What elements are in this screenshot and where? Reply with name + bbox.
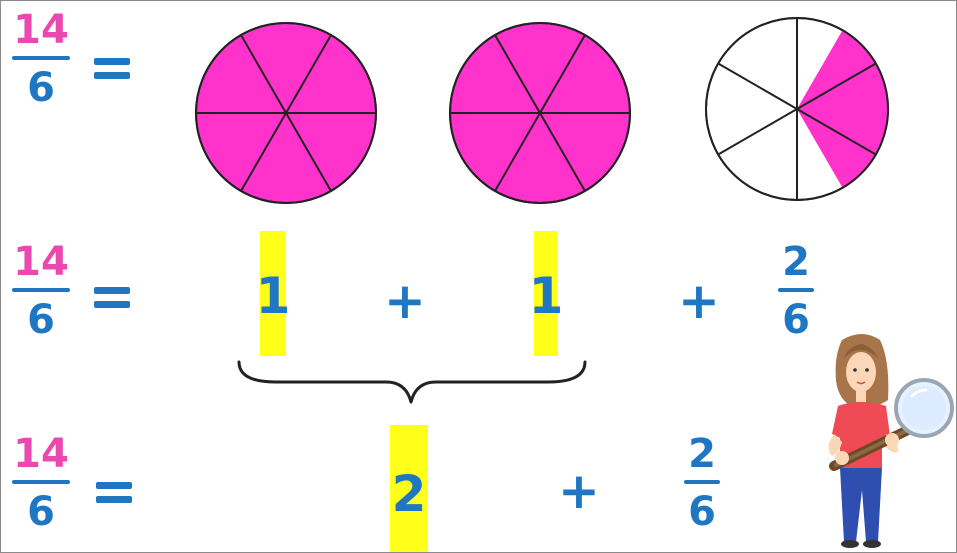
- row2-plus-a: +: [384, 272, 426, 330]
- highlight-bar: [390, 425, 428, 552]
- fraction-bar: [12, 480, 70, 484]
- pie-slice-divider: [796, 108, 877, 156]
- pie-slice-divider: [240, 112, 287, 192]
- row3-denominator: 6: [27, 489, 55, 535]
- row3-whole: 2: [391, 465, 427, 523]
- pie-slice-divider: [285, 112, 332, 192]
- fraction-bar: [12, 56, 70, 60]
- pie-whole-1: [195, 22, 377, 204]
- pie-border: [449, 22, 631, 204]
- row2-plus-b: +: [678, 272, 720, 330]
- row2-whole-b: 1: [528, 267, 564, 325]
- pie-slice-divider: [539, 34, 586, 114]
- highlight-bar: [534, 231, 558, 356]
- fraction-bar: [778, 288, 814, 292]
- row3-equals-sign: [96, 480, 136, 504]
- row2-whole-a: 1: [255, 267, 291, 325]
- pie-slice-divider: [285, 34, 332, 114]
- row1-numerator: 14: [13, 7, 69, 53]
- pie-slice-divider: [796, 62, 877, 110]
- row1-equals-sign: [94, 56, 134, 80]
- pie-slice-divider: [240, 34, 287, 114]
- row1-denominator: 6: [27, 65, 55, 111]
- pie-slice-divider: [494, 34, 541, 114]
- pie-slice-divider: [494, 112, 541, 192]
- row2-remainder-denominator: 6: [782, 297, 810, 343]
- row2-remainder-fraction: 2 6: [774, 240, 818, 342]
- highlight-bar: [260, 231, 286, 356]
- row2-remainder-numerator: 2: [782, 239, 810, 285]
- pie-slice-divider: [717, 108, 798, 156]
- fraction-bar: [12, 288, 70, 292]
- row3-remainder-numerator: 2: [688, 431, 716, 477]
- pie-slice-divider: [717, 62, 798, 110]
- row3-remainder-fraction: 2 6: [680, 432, 724, 534]
- row3-numerator: 14: [13, 431, 69, 477]
- row2-equals-sign: [94, 285, 134, 309]
- pie-whole-2: [449, 22, 631, 204]
- pie-border: [705, 17, 889, 201]
- row2-numerator: 14: [13, 239, 69, 285]
- row3-fraction: 14 6: [6, 432, 76, 534]
- pie-slice-divider: [539, 112, 586, 192]
- fraction-bar: [684, 480, 720, 484]
- row2-denominator: 6: [27, 297, 55, 343]
- row3-remainder-denominator: 6: [688, 489, 716, 535]
- pie-border: [195, 22, 377, 204]
- pie-partial: [705, 17, 889, 201]
- row3-plus: +: [558, 462, 600, 520]
- row1-fraction: 14 6: [6, 8, 76, 110]
- curly-brace-icon: [237, 360, 587, 404]
- girl-with-magnifying-glass-icon: [828, 334, 954, 548]
- row2-fraction: 14 6: [6, 240, 76, 342]
